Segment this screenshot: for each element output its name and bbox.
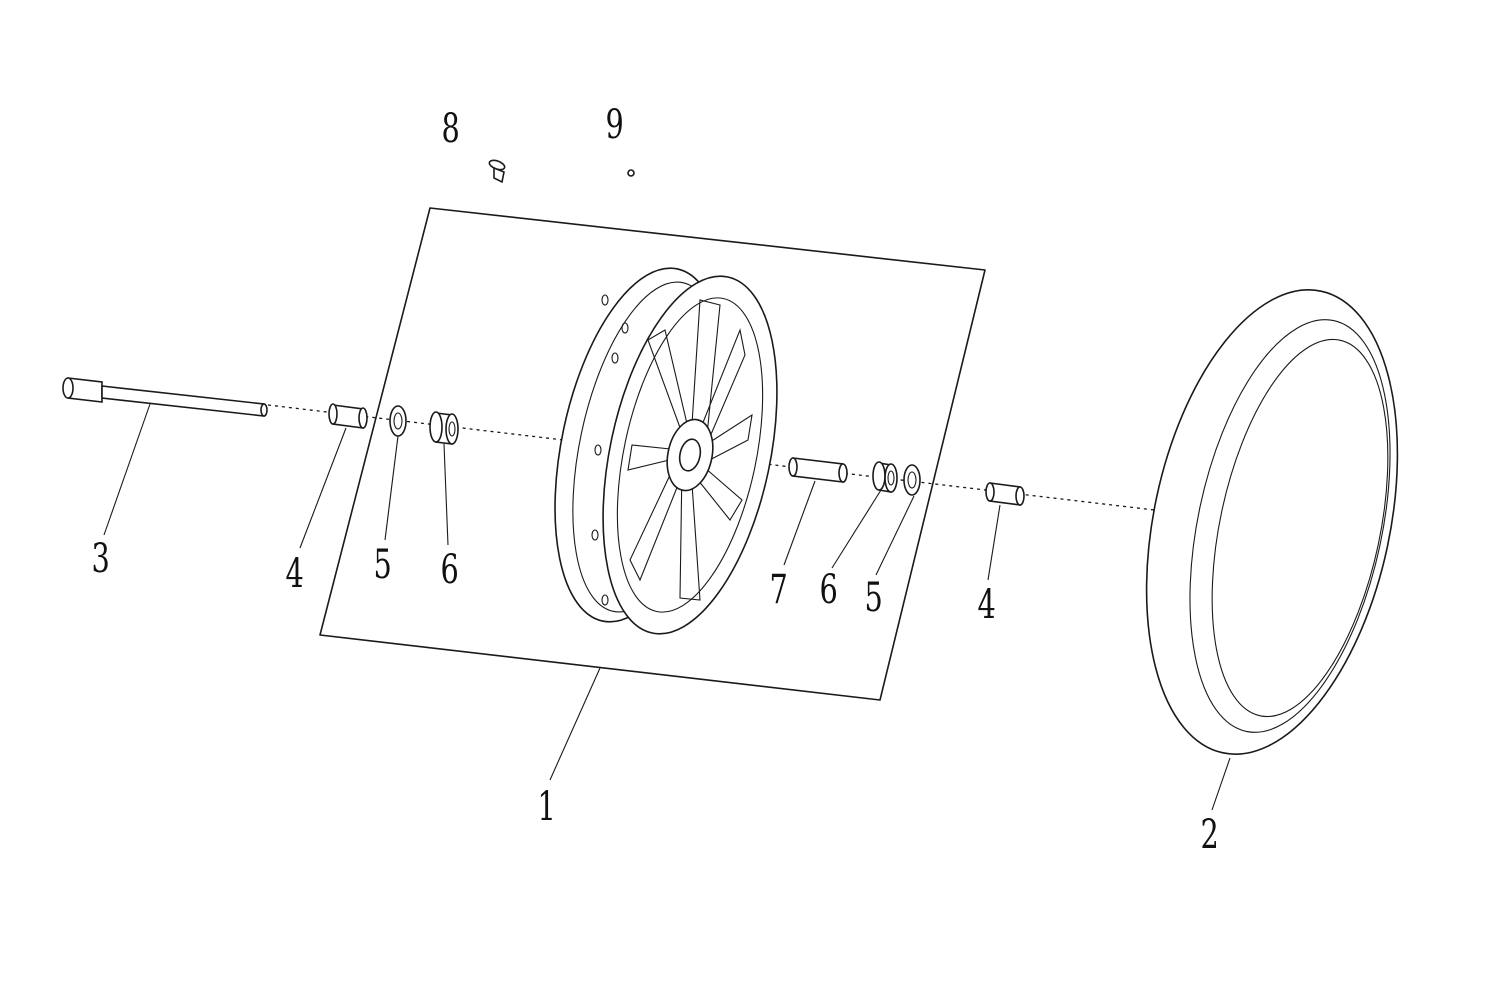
wheel-rim [554,267,778,635]
valve [627,169,635,177]
callout-9: 9 [606,102,624,148]
leader-line-4a [299,427,347,549]
spacer-left [328,403,368,429]
callout-3: 3 [92,536,110,582]
bearing-left [429,411,459,445]
callout-4-right: 4 [978,582,996,628]
spacer-inner [788,457,848,483]
axle-shaft [62,377,268,417]
leader-line-1 [549,667,601,781]
callout-4-left: 4 [286,551,304,597]
leader-line-3 [103,403,151,536]
leader-line-4b [987,504,1001,581]
seal-left [389,405,407,437]
callout-8: 8 [442,106,460,152]
leader-line-7 [783,480,816,566]
tire [1145,289,1399,755]
leader-line-5b [875,495,915,576]
callout-6-right: 6 [820,567,838,613]
assembly-frame [319,207,986,701]
leader-line-6a [443,443,449,546]
spacer-right [985,482,1025,506]
seal-right [903,464,921,496]
callout-5-right: 5 [865,575,883,621]
screw [488,159,506,184]
callout-6-left: 6 [441,547,459,593]
bearing-right [872,461,898,493]
leader-line-6b [831,489,882,569]
callout-5-left: 5 [374,542,392,588]
callout-2: 2 [1201,812,1219,858]
callout-7: 7 [770,567,788,613]
leader-line-2 [1211,757,1231,811]
leader-line-5a [384,435,399,541]
callout-1: 1 [538,784,556,830]
